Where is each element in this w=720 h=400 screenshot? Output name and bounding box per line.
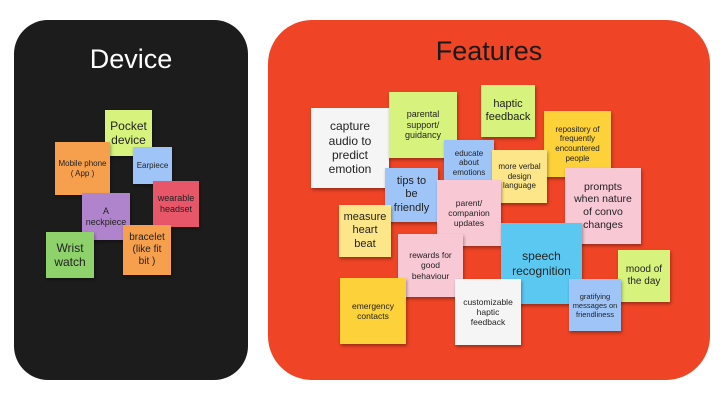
sticky-note-capture-audio[interactable]: capture audio to predict emotion <box>311 108 389 188</box>
sticky-note-earpiece[interactable]: Earpiece <box>133 147 172 184</box>
features-title: Features <box>435 36 543 66</box>
device-title: Device <box>89 44 173 74</box>
sticky-note-measure-heart-beat[interactable]: measure heart beat <box>339 205 391 257</box>
sticky-note-wearable-headset[interactable]: wearable headset <box>153 181 199 227</box>
sticky-note-gratifying-messages[interactable]: gratifying messages on friendliness <box>569 279 621 331</box>
sticky-note-mobile-phone[interactable]: Mobile phone ( App ) <box>55 142 110 195</box>
sticky-note-educate-emotions[interactable]: educate about emotions <box>444 140 494 186</box>
sticky-note-mood-of-the-day[interactable]: mood of the day <box>618 250 670 302</box>
sticky-note-tips-friendly[interactable]: tips to be friendly <box>385 168 438 222</box>
sticky-note-emergency-contacts[interactable]: emergency contacts <box>340 278 406 344</box>
sticky-note-customizable-haptic-feedback[interactable]: customizable haptic feedback <box>455 279 521 345</box>
sticky-note-rewards[interactable]: rewards for good behaviour <box>398 234 463 297</box>
sticky-note-haptic-feedback[interactable]: haptic feedback <box>481 85 535 137</box>
sticky-note-repository[interactable]: repository of frequently encountered peo… <box>544 111 611 177</box>
sticky-note-verbal-design[interactable]: more verbal design language <box>492 150 547 203</box>
sticky-note-bracelet[interactable]: bracelet (like fit bit ) <box>123 225 171 275</box>
sticky-note-wrist-watch[interactable]: Wrist watch <box>46 232 94 278</box>
device-panel: Device <box>14 20 248 380</box>
